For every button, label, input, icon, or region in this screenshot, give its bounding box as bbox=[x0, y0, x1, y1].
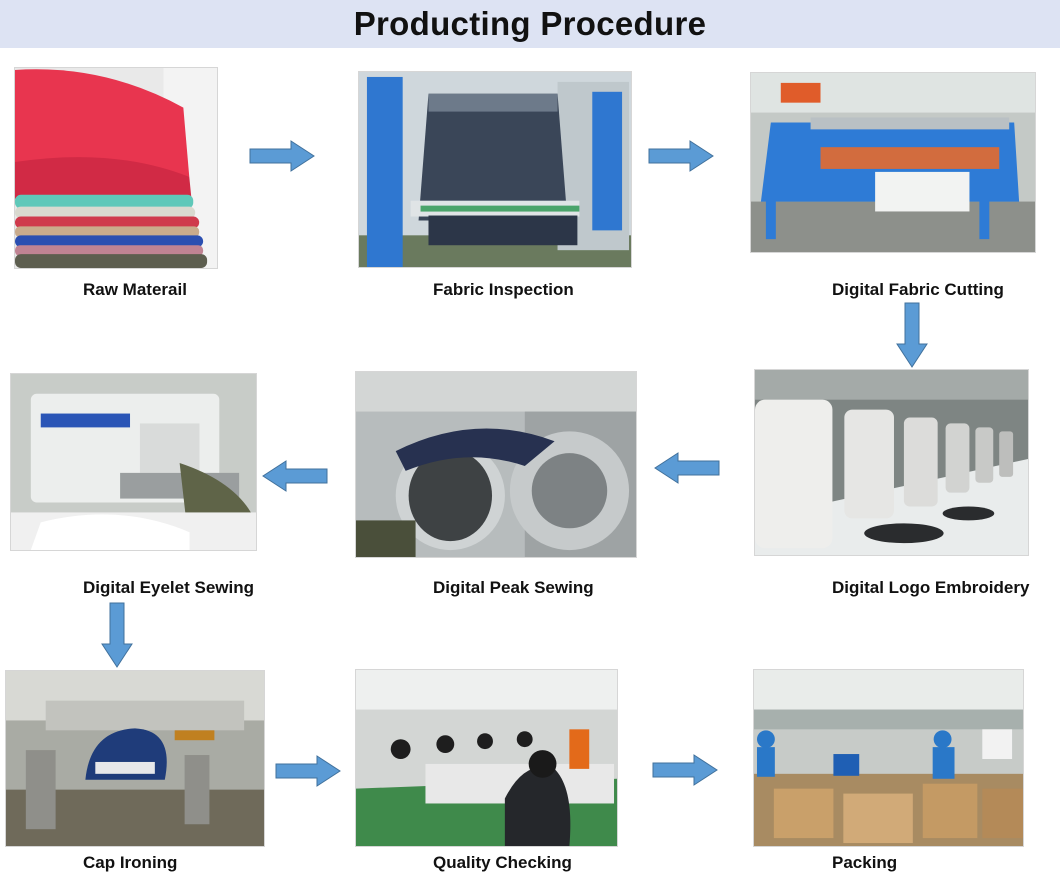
flow-arrow-left-1 bbox=[262, 460, 328, 492]
step-label-digital-eyelet-sewing: Digital Eyelet Sewing bbox=[83, 578, 254, 597]
step-label-raw-material: Raw Materail bbox=[83, 280, 187, 299]
step-label-cap-ironing: Cap Ironing bbox=[83, 853, 178, 872]
flow-arrow-right-2 bbox=[648, 140, 714, 172]
photo-quality-checking bbox=[355, 669, 618, 847]
photo-fabric-inspection bbox=[358, 71, 632, 268]
photo-packing bbox=[753, 669, 1024, 847]
step-label-digital-logo-embroidery: Digital Logo Embroidery bbox=[832, 578, 1030, 597]
page-title: Producting Procedure bbox=[353, 5, 707, 42]
step-label-fabric-inspection: Fabric Inspection bbox=[433, 280, 574, 299]
photo-digital-logo-embroidery bbox=[754, 369, 1029, 556]
photo-digital-fabric-cutting bbox=[750, 72, 1036, 253]
step-label-digital-peak-sewing: Digital Peak Sewing bbox=[433, 578, 594, 597]
photo-raw-material bbox=[14, 67, 218, 269]
flow-arrow-right-1 bbox=[249, 140, 315, 172]
title-banner: Producting Procedure bbox=[0, 0, 1060, 48]
flow-arrow-right-3 bbox=[275, 755, 341, 787]
flow-arrow-down-2 bbox=[101, 602, 133, 668]
step-label-quality-checking: Quality Checking bbox=[433, 853, 572, 872]
flow-arrow-down-1 bbox=[896, 302, 928, 368]
flow-arrow-left-2 bbox=[654, 452, 720, 484]
flow-arrow-right-4 bbox=[652, 754, 718, 786]
photo-cap-ironing bbox=[5, 670, 265, 847]
photo-digital-peak-sewing bbox=[355, 371, 637, 558]
step-label-packing: Packing bbox=[832, 853, 898, 872]
step-label-digital-fabric-cutting: Digital Fabric Cutting bbox=[832, 280, 1004, 299]
photo-digital-eyelet-sewing bbox=[10, 373, 257, 551]
